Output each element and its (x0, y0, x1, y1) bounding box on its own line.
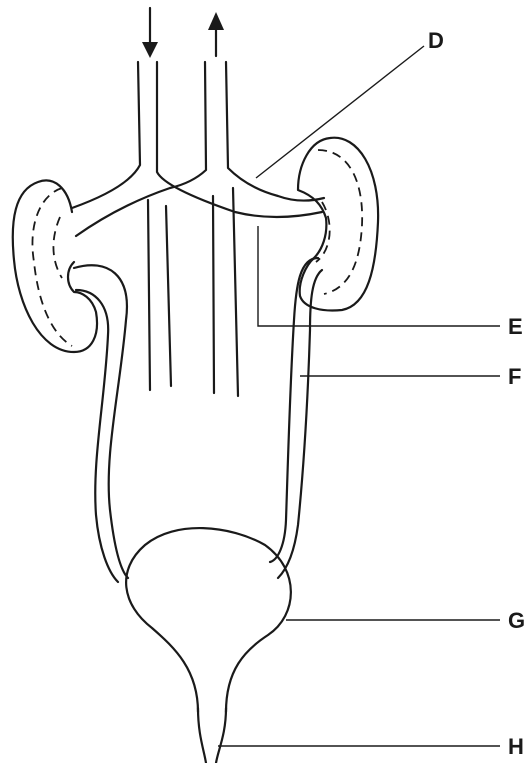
label-g: G (508, 608, 525, 633)
label-h: H (508, 734, 524, 759)
label-d: D (428, 28, 444, 53)
left-ureter (74, 265, 128, 582)
vena-cava (76, 62, 324, 396)
outflow-arrow-icon (208, 12, 224, 56)
label-f: F (508, 364, 521, 389)
urethra (198, 708, 226, 763)
aorta (72, 62, 322, 390)
label-d-leader (256, 46, 424, 178)
label-e: E (508, 314, 523, 339)
inflow-arrow-icon (142, 8, 158, 58)
right-ureter (270, 258, 322, 578)
bladder (126, 528, 291, 712)
right-kidney (298, 138, 378, 311)
